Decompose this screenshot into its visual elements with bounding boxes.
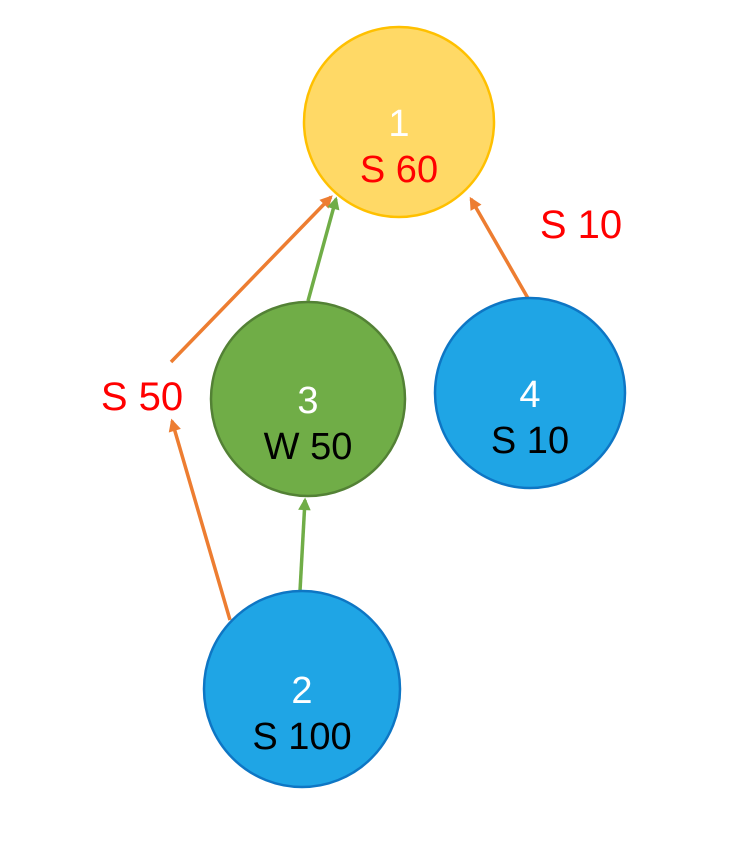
edge-arrow-3-to-1 [306,196,340,302]
node-3-number: 3 [297,380,318,422]
edge-arrow-4-to-1 [469,196,531,301]
node-1-label: S 60 [360,149,438,191]
node-3-label: W 50 [264,426,353,468]
edge-arrow-2-to-s50 [168,418,232,621]
node-4-circle [433,296,627,490]
node-2-label: S 100 [252,716,351,758]
node-1-circle [302,25,496,219]
node-4-label: S 10 [491,420,569,462]
edge-arrow-2-to-3 [298,497,311,592]
node-4-number: 4 [519,374,540,416]
node-1-number: 1 [388,103,409,145]
node-2: 2S 100 [202,589,402,789]
node-3-circle [209,300,407,498]
edge-arrow-s50-to-1 [169,195,333,364]
edge-label-s-50: S 50 [101,375,183,419]
node-4: 4S 10 [433,296,627,490]
node-2-number: 2 [291,670,312,712]
node-1: 1S 60 [302,25,496,219]
node-3: 3W 50 [209,300,407,498]
edge-label-s-10: S 10 [540,203,622,247]
node-2-circle [202,589,402,789]
